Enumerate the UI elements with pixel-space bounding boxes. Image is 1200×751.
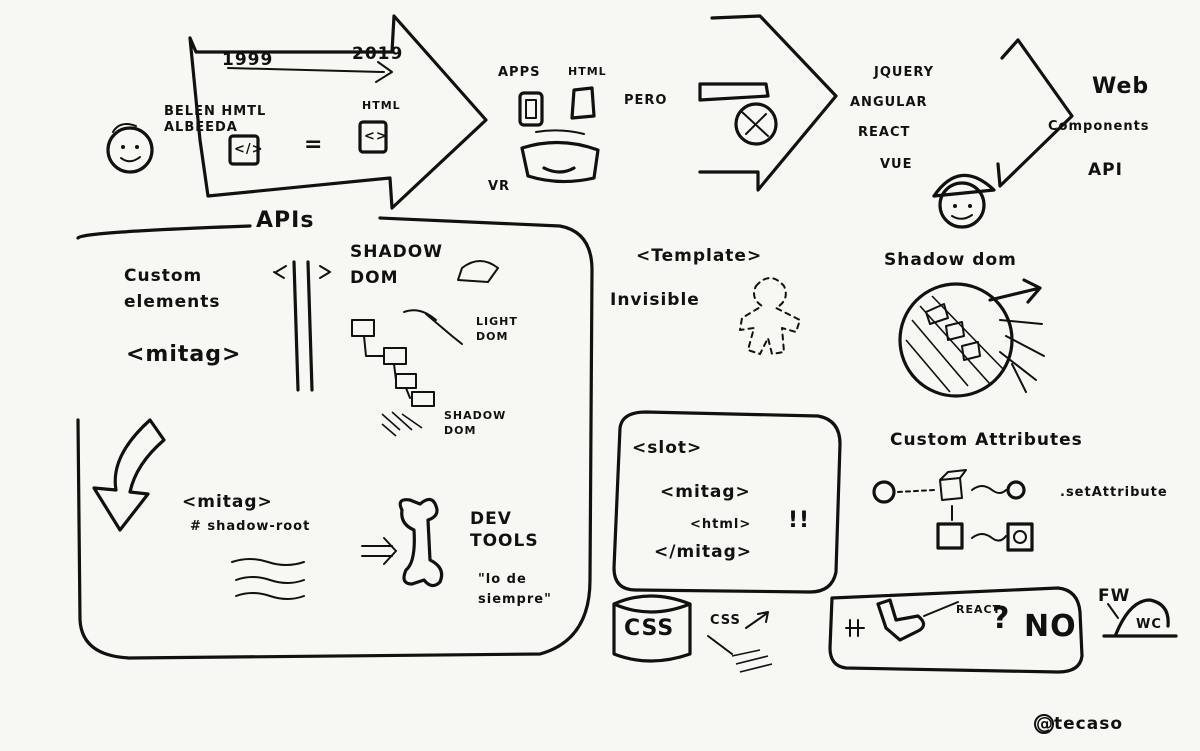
mitag-root-label: <mitag> [182,492,273,512]
framework-vue: VUE [880,157,913,172]
boot-icon [876,598,926,642]
html-left-symbol: </> [234,142,264,157]
pero-arrow [698,82,770,102]
attr-circle-i [872,480,896,504]
shadow-root-label: # shadow-root [190,519,311,534]
year-start: 1999 [222,50,274,70]
custom-elements-label: Custom elements [124,266,221,312]
shadow-dom-small-label: SHADOW DOM [444,409,507,438]
vr-label: VR [488,179,511,194]
light-dom-label: LIGHT DOM [476,315,518,344]
html-box-left [228,134,260,166]
shadow-dom-label: SHADOW DOM [350,242,443,288]
quote-label: "lo de siempre" [478,572,552,607]
file-icon [570,86,596,120]
attr-box-1 [936,522,964,550]
bone-icon [398,497,444,588]
wavy-lines [231,558,305,600]
person-face [106,123,154,174]
slot-line2: <mitag> [660,482,751,502]
apps-label: APPS [498,65,541,80]
dev-tools-label: DEV TOOLS [470,509,539,552]
css-cylinder [612,594,692,663]
broken-icon [734,102,778,146]
shadow-dom-circle [898,282,1014,398]
template-tag: <Template> [636,246,763,266]
year-end: 2019 [352,44,404,64]
slot-line1: <slot> [632,438,703,458]
snail-icon [1102,598,1178,638]
arrow-to-devtools [361,537,397,565]
dom-tree [351,309,463,437]
invisible-figure [739,277,801,355]
css-arrow [707,611,769,655]
framework-angular: ANGULAR [850,95,928,110]
worker-face [932,173,996,229]
big-arrow-timeline [188,14,488,210]
pero-label: PERO [624,93,668,108]
web-components-api: API [1088,160,1123,180]
apis-title: APIs [256,208,315,233]
timeline-arrow [227,61,393,83]
apps-html-label: HTML [568,65,607,78]
web-components-title: Web [1092,74,1150,99]
shadow-out-arrow [988,278,1042,304]
apis-frame [76,216,594,660]
phone-icon [518,91,544,127]
react-frame [828,586,1084,674]
html-box-right [358,120,388,154]
template-invisible: Invisible [610,290,700,310]
web-components-subtitle: Components [1048,119,1150,134]
slot-frame [612,410,842,594]
vr-headset-icon [520,140,600,184]
css-box-label: CSS [624,616,675,641]
custom-attributes-title: Custom Attributes [890,430,1083,450]
shadow-hat-icon [457,260,499,283]
html-right-symbol: <> [364,129,388,144]
signature: @tecaso [1036,714,1124,734]
attr-cube [939,469,967,501]
slot-exclamation: !! [788,508,811,533]
set-attribute-label: .setAttribute [1060,485,1168,500]
equals-sign: = [304,132,324,157]
html-right-label: HTML [362,99,401,112]
mitag-label: <mitag> [126,342,242,367]
css-label: CSS [710,613,741,628]
slot-line3: <html> [690,517,752,532]
framework-jquery: JQUERY [874,65,935,80]
big-arrow-webcomponents [996,38,1074,188]
person-name: BELEN HMTL ALBEEDA [164,104,267,136]
fw-label: FW [1098,586,1131,606]
shadow-dom-title: Shadow dom [884,250,1017,270]
curved-down-arrow [92,418,166,532]
framework-react: REACT [858,125,911,140]
react-label: REACT [956,603,1002,616]
big-arrow-frameworks [698,14,838,192]
question-mark: ? [992,601,1011,636]
double-line [292,260,314,392]
no-label: NO [1024,609,1077,644]
wc-label: WC [1136,617,1162,632]
attr-box-2 [1006,522,1034,552]
slot-line4: </mitag> [654,542,753,562]
